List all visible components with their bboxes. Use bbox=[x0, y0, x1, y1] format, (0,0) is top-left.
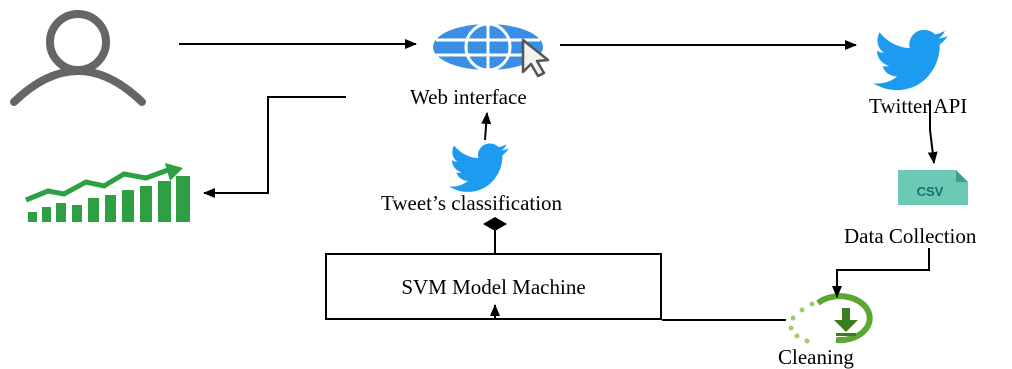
growth-chart-icon bbox=[25, 163, 190, 222]
data-collection-label: Data Collection bbox=[844, 224, 977, 248]
web-interface-label: Web interface bbox=[410, 85, 527, 109]
csv-file-icon: CSV bbox=[898, 170, 968, 205]
cleaning-label: Cleaning bbox=[778, 345, 854, 369]
twitter-api-label: Twitter API bbox=[869, 94, 968, 118]
arrow-classification-to-web bbox=[481, 112, 492, 141]
tweets-classification-label: Tweet’s classification bbox=[381, 191, 563, 215]
twitter-bird-icon bbox=[448, 143, 509, 192]
arrow-twitter-to-csv bbox=[927, 100, 938, 164]
svm-model-label: SVM Model Machine bbox=[401, 275, 586, 299]
user-icon bbox=[10, 10, 146, 106]
connectors bbox=[179, 39, 938, 321]
globe-cursor-icon bbox=[433, 22, 550, 78]
twitter-bird-icon bbox=[872, 29, 948, 91]
arrow-data-to-cleaning bbox=[832, 248, 930, 298]
csv-badge-text: CSV bbox=[917, 184, 944, 199]
cleaning-download-icon bbox=[788, 293, 873, 344]
arrow-web-to-chart bbox=[203, 96, 346, 198]
svm-model-box: SVM Model Machine bbox=[325, 253, 662, 320]
